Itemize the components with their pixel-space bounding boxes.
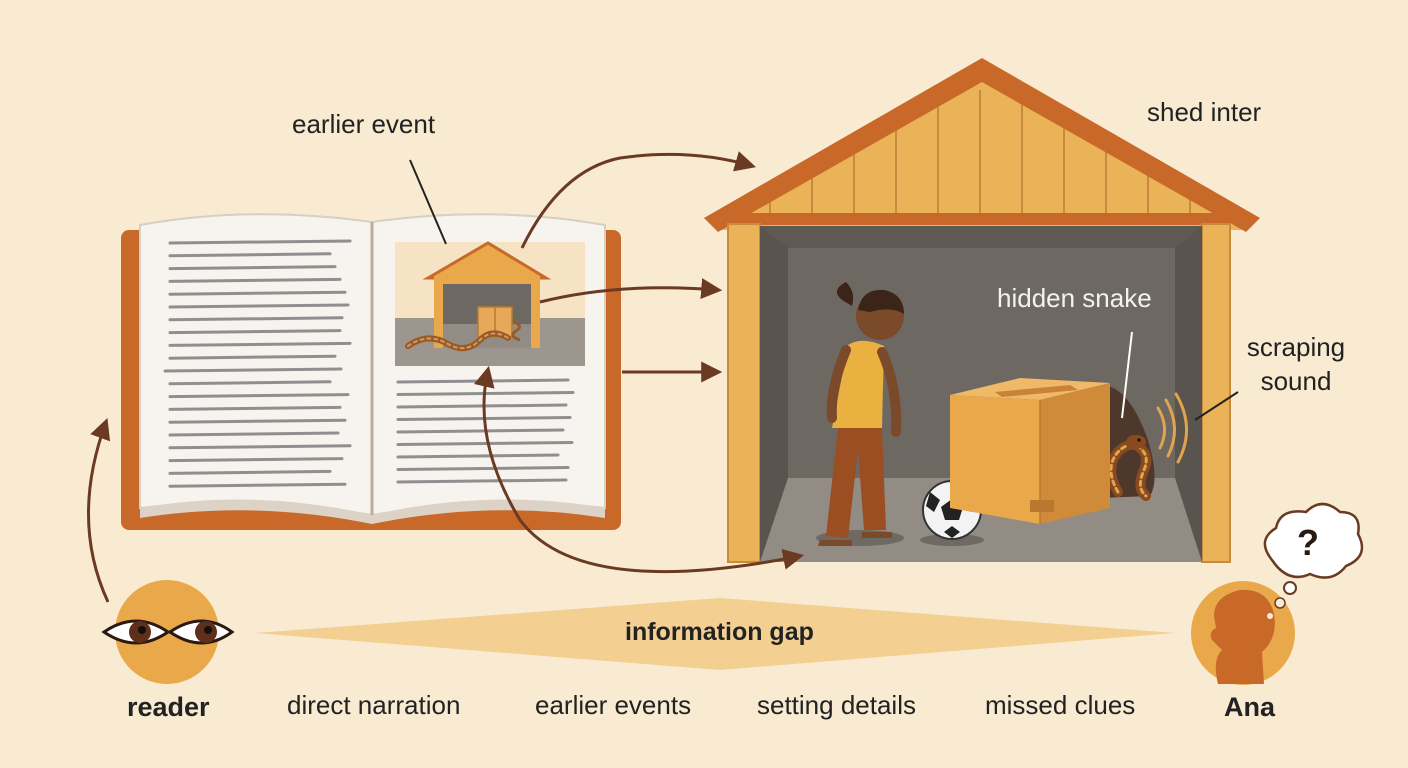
text-line [168,290,347,296]
snake-icon [1100,384,1155,501]
connection-arrows [87,151,805,603]
text-line [168,457,344,463]
text-line [168,405,342,411]
text-line [396,378,570,384]
arrow-reader-to-book [87,418,111,603]
gap-source-earlier-events: earlier events [535,690,692,720]
arrow-illustration-to-shed [539,278,723,304]
text-line [396,478,568,484]
box-icon [950,378,1110,524]
head-silhouette-icon [1210,589,1275,684]
text-line [168,393,350,399]
scraping-sound-label: scraping sound [1240,330,1352,398]
arrow-shed-book-loop [474,365,805,574]
scraping-label-line2: sound [1260,366,1332,396]
earlier-event-label: earlier event [292,109,436,139]
thought-bubble-icon [1263,502,1364,595]
text-line [168,316,344,322]
girl-figure [816,282,904,546]
arrow-book-to-shed-top [520,151,757,249]
text-line [396,428,565,434]
text-line [168,431,340,437]
earlier-event-illustration [395,241,585,366]
text-line [396,466,570,471]
gap-source-missed-clues: missed clues [985,690,1136,720]
text-line [168,303,350,309]
reader-avatar [101,580,235,684]
text-line [168,482,347,488]
ana-label: Ana [1224,692,1276,722]
text-line [168,469,332,475]
text-line [168,265,337,271]
text-line [168,341,352,347]
shed-interior-label: shed inter [1147,97,1262,127]
text-line [168,444,352,450]
text-line [168,252,332,258]
question-mark: ? [1297,522,1319,563]
gap-source-direct-narration: direct narration [287,690,461,720]
text-line [168,354,337,360]
text-line [168,239,352,245]
text-line [396,403,568,409]
text-line [168,418,347,424]
hidden-snake-pointer [1121,331,1133,419]
information-gap-band [255,598,1175,670]
text-line [163,367,343,373]
sound-waves-icon [1156,392,1188,464]
roof-slats [769,90,1191,214]
left-page-text-lines [163,239,352,488]
earlier-event-pointer [409,159,447,245]
text-line [168,277,342,283]
information-gap-label: information gap [625,618,814,646]
ana-avatar [1191,502,1364,685]
reader-label: reader [127,692,210,722]
text-line [168,329,342,335]
scraping-sound-pointer [1194,391,1239,421]
text-line [168,380,332,386]
gap-source-setting-details: setting details [757,690,916,720]
eyes-icon [101,619,235,645]
text-line [396,441,574,446]
hidden-snake-label: hidden snake [997,283,1152,313]
open-book-icon [121,213,621,530]
text-line [396,453,560,459]
scraping-label-line1: scraping [1246,332,1346,362]
